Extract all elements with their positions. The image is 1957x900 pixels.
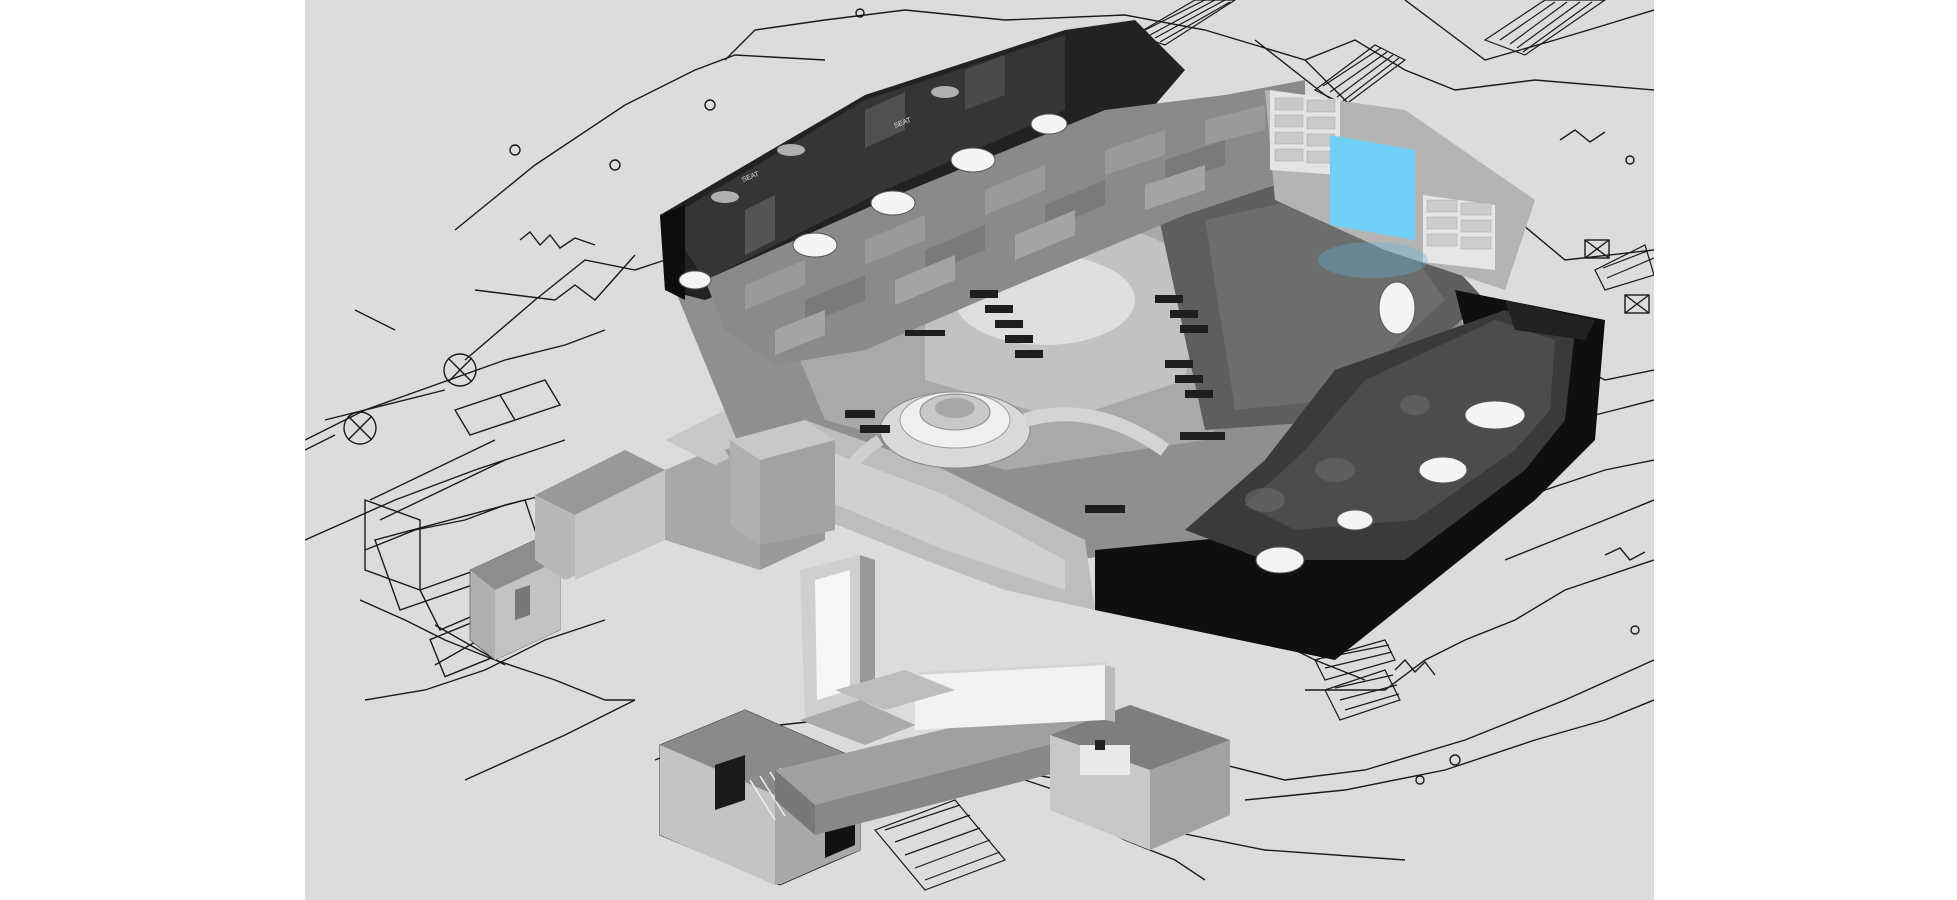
stair-block (730, 420, 835, 545)
wall-display-cars (711, 86, 959, 203)
exhibition-tables (845, 290, 1225, 513)
stage-wall (1265, 90, 1535, 290)
lower-annex-right (1050, 705, 1230, 850)
display-cars (678, 113, 1526, 574)
render-canvas: SEAT SEAT (305, 0, 1654, 900)
lower-white-block (915, 662, 1115, 730)
back-wall-left (660, 20, 1185, 300)
corridor-bridge (775, 700, 1105, 835)
plan-stair-hatches (873, 0, 1654, 891)
outer-wall-right (1095, 290, 1605, 660)
grey-cladding-wall (705, 80, 1305, 365)
pavilion-model (469, 20, 1605, 886)
spiral-ramp (837, 391, 1170, 502)
blue-display-screen (1330, 135, 1415, 240)
connector-stairs (800, 555, 955, 745)
